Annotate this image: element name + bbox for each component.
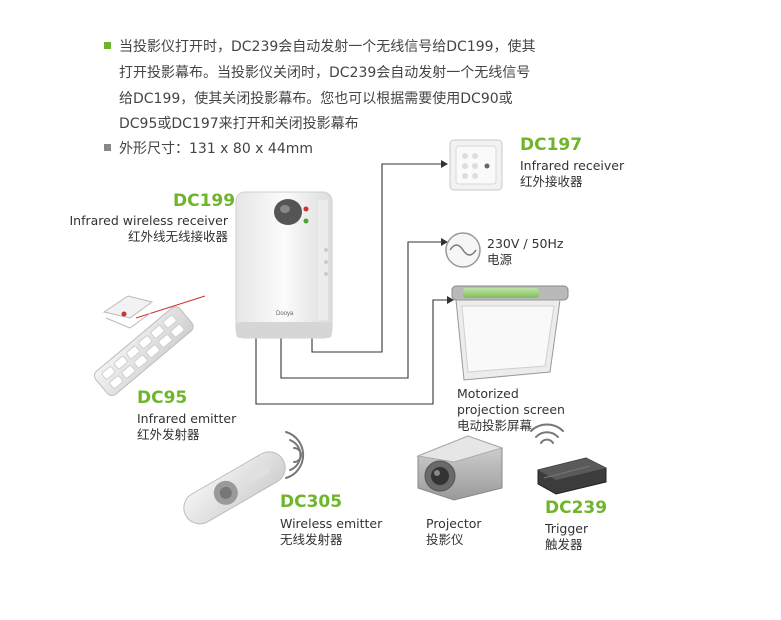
dc239-code-label: DC239 [545, 498, 608, 518]
dc239-signal-icon [530, 423, 564, 444]
dc95-code-label: DC95 [137, 388, 188, 408]
dc305-device-image [183, 431, 305, 525]
dc199-device-image: Dooya [235, 191, 333, 339]
power-name-cn: 电源 [487, 252, 513, 267]
description-line-4: DC95或DC197来打开和关闭投影幕布 [119, 116, 359, 132]
dc239-device-image [530, 423, 607, 495]
power-source-icon [445, 232, 481, 268]
wire-to-power [280, 241, 442, 379]
dc95-device-image [93, 295, 206, 397]
dc305-name-cn: 无线发射器 [280, 532, 343, 547]
power-label: 230V / 50Hz 电源 [487, 236, 563, 268]
screen-name-cn: 电动投影屏幕 [457, 418, 533, 433]
dc95-name-en: Infrared emitter [137, 411, 237, 426]
description-line-2: 打开投影幕布。当投影仪关闭时，DC239会自动发射一个无线信号 [119, 65, 531, 81]
power-name-en: 230V / 50Hz [487, 236, 564, 251]
projection-screen-image [451, 285, 569, 381]
dc305-code-label: DC305 [280, 492, 343, 512]
dc239-name-cn: 触发器 [545, 537, 583, 552]
wiring [255, 163, 448, 405]
dc199-code-label: DC199 [173, 191, 236, 211]
projector-name-cn: 投影仪 [426, 532, 464, 547]
dc239-label: Trigger 触发器 [545, 521, 588, 553]
dc199-name-en: Infrared wireless receiver [69, 213, 228, 228]
dc197-name-cn: 红外接收器 [520, 174, 583, 189]
projector-name-en: Projector [426, 516, 482, 531]
green-bullet-icon [104, 41, 111, 49]
description-line-1: 当投影仪打开时，DC239会自动发射一个无线信号给DC199，使其 [104, 34, 536, 60]
dc197-device-image [449, 139, 503, 191]
dc199-label: Infrared wireless receiver 红外线无线接收器 [68, 213, 228, 245]
dc197-label: Infrared receiver 红外接收器 [520, 158, 624, 190]
wire-to-screen [255, 299, 448, 405]
projector-label: Projector 投影仪 [426, 516, 482, 548]
dc95-name-cn: 红外发射器 [137, 427, 200, 442]
dc305-signal-icon [285, 431, 305, 479]
dc197-name-en: Infrared receiver [520, 158, 625, 173]
screen-name-en-2: projection screen [457, 402, 565, 417]
dc95-label: Infrared emitter 红外发射器 [137, 411, 236, 443]
screen-name-en-1: Motorized [457, 386, 519, 401]
description-line-3: 给DC199，使其关闭投影幕布。您也可以根据需要使用DC90或 [119, 91, 513, 107]
dc239-name-en: Trigger [545, 521, 589, 536]
dimensions-line: 外形尺寸：131 x 80 x 44mm [104, 136, 313, 162]
gray-bullet-icon [104, 143, 111, 151]
dc199-brand-text: Dooya [276, 311, 294, 317]
projector-image [416, 435, 504, 501]
dc305-label: Wireless emitter 无线发射器 [280, 516, 382, 548]
screen-label: Motorized projection screen 电动投影屏幕 [457, 386, 565, 434]
dc199-name-cn: 红外线无线接收器 [127, 229, 228, 244]
dc197-code-label: DC197 [520, 135, 583, 155]
dc305-name-en: Wireless emitter [280, 516, 383, 531]
wire-to-dc197 [311, 163, 442, 353]
